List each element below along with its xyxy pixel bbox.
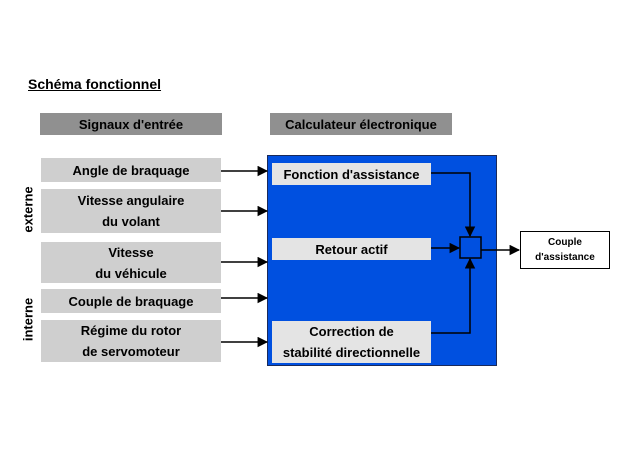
function-line: stabilité directionnelle: [282, 345, 421, 360]
diagram-title: Schéma fonctionnel: [28, 76, 162, 92]
function-line: Fonction d'assistance: [283, 166, 420, 182]
input-line: de servomoteur: [82, 344, 180, 359]
input-line: Régime du rotor: [80, 323, 182, 338]
input-line: Couple de braquage: [68, 293, 194, 309]
input-line: Vitesse angulaire: [77, 193, 185, 208]
input-line: du véhicule: [95, 265, 167, 281]
input-regime-rotor: Régime du rotor de servomoteur: [41, 320, 221, 362]
output-line: Couple: [548, 237, 582, 248]
input-couple-braquage: Couple de braquage: [41, 289, 221, 313]
arrow-correction-to-node: [431, 257, 476, 334]
function-retour-actif: Retour actif: [272, 238, 431, 260]
summation-node: [459, 236, 482, 259]
input-angle-braquage: Angle de braquage: [41, 158, 221, 182]
inputs-header: Signaux d'entrée: [40, 113, 222, 135]
arrow-assistance-to-node: [431, 172, 476, 238]
input-vitesse-angulaire: Vitesse angulaire du volant: [41, 189, 221, 233]
input-line: Angle de braquage: [72, 162, 190, 178]
calculator-header: Calculateur électronique: [270, 113, 452, 135]
function-line: Retour actif: [315, 241, 388, 257]
function-assistance: Fonction d'assistance: [272, 163, 431, 185]
output-couple-assistance: Couple d'assistance: [520, 231, 610, 269]
input-line: Vitesse: [108, 244, 154, 260]
function-correction-stabilite: Correction de stabilité directionnelle: [272, 321, 431, 363]
function-line: Correction de: [309, 324, 394, 339]
input-line: du volant: [102, 214, 160, 229]
output-line: d'assistance: [535, 252, 595, 263]
input-vitesse-vehicule: Vitesse du véhicule: [41, 242, 221, 283]
